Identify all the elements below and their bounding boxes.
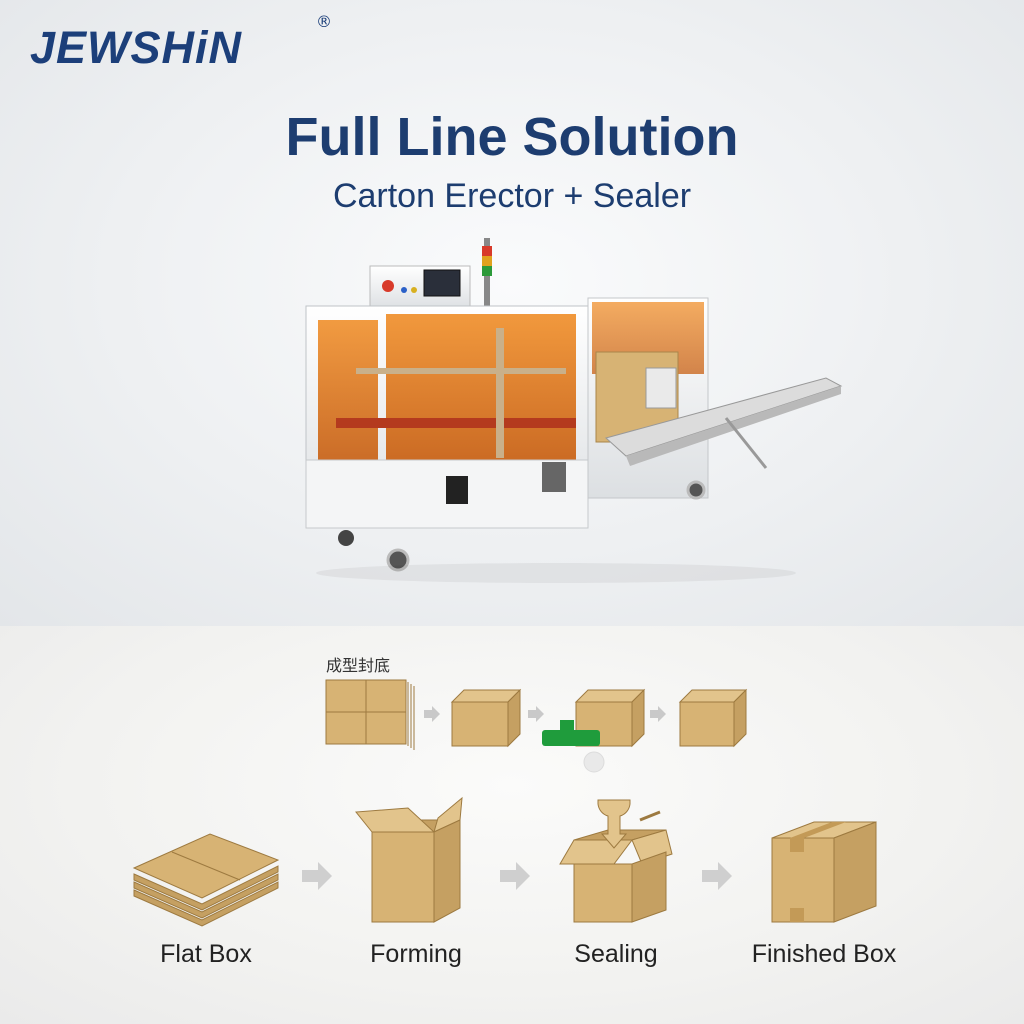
forming-box-icon [355, 796, 463, 923]
flat-box-icon [132, 833, 280, 927]
step-label-sealing: Sealing [574, 940, 658, 968]
small-forming-box-icon [450, 688, 522, 748]
arrow-icon [302, 862, 332, 890]
arrow-icon [702, 862, 732, 890]
step-label-flat-box: Flat Box [160, 940, 252, 968]
arrow-icon [528, 706, 544, 722]
step-label-forming: Forming [370, 940, 462, 968]
process-label-cn: 成型封底 [326, 656, 391, 675]
small-process-diagram [325, 679, 748, 773]
page-title: Full Line Solution [285, 107, 739, 167]
step-label-finished-box: Finished Box [751, 940, 897, 968]
small-flat-box-icon [325, 679, 415, 750]
jewshin-logo: JEWSHiN [30, 22, 243, 73]
arrow-icon [500, 862, 530, 890]
small-sealing-box-icon [542, 688, 646, 748]
arrow-icon [424, 706, 440, 722]
finished-box-icon [771, 821, 877, 923]
page-subtitle: Carton Erector + Sealer [332, 177, 692, 215]
registered-mark: ® [316, 12, 332, 31]
arrow-icon [650, 706, 666, 722]
sealing-box-icon [559, 799, 673, 923]
small-finished-box-icon [678, 688, 748, 748]
main-process-diagram [132, 796, 877, 927]
carton-erector-machine-image [305, 238, 843, 583]
